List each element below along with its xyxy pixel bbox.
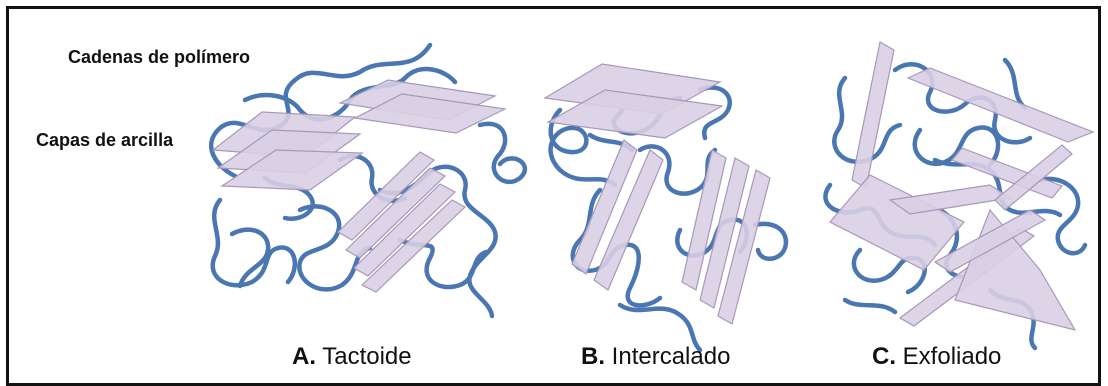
panel-tactoid [211, 45, 525, 316]
caption-tactoid: A. Tactoide [292, 343, 412, 371]
caption-name-c: Exfoliado [903, 343, 1002, 370]
caption-name-b: Intercalado [612, 343, 731, 370]
caption-letter-c: C. [872, 343, 896, 370]
caption-name-a: Tactoide [322, 343, 411, 370]
clay-layers-c [830, 42, 1093, 330]
label-polymer-chains: Cadenas de polímero [68, 47, 250, 68]
clay-layers-b [545, 64, 770, 324]
caption-letter-b: B. [581, 343, 605, 370]
caption-intercalated: B. Intercalado [581, 343, 730, 371]
panel-exfoliated [825, 42, 1093, 348]
caption-letter-a: A. [292, 343, 316, 370]
label-clay-layers: Capas de arcilla [36, 130, 173, 151]
panel-intercalated [545, 64, 786, 350]
caption-exfoliated: C. Exfoliado [872, 343, 1001, 371]
